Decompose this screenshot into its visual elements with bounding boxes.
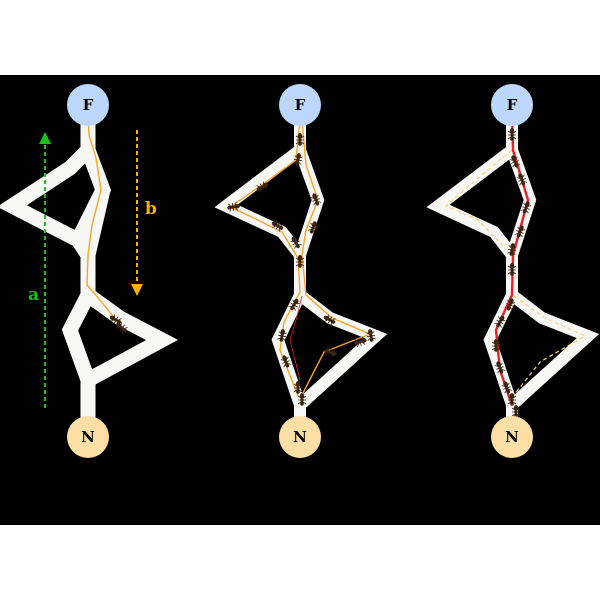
nest-node bbox=[67, 416, 109, 458]
food-node-label: F bbox=[83, 96, 94, 114]
trail-faded-right-3 bbox=[509, 295, 587, 401]
nest-node-label: N bbox=[81, 428, 95, 446]
trail-weak-1 bbox=[86, 109, 124, 331]
panel-initial: a b F N bbox=[0, 84, 178, 458]
food-node bbox=[491, 84, 533, 126]
panel-converged: F N bbox=[426, 84, 600, 458]
trail-right-2 bbox=[301, 119, 372, 396]
nest-node bbox=[279, 416, 321, 458]
path-network-1 bbox=[0, 110, 178, 432]
trail-mid-2 bbox=[289, 295, 303, 381]
nest-node-label: N bbox=[505, 428, 519, 446]
nest-node bbox=[491, 416, 533, 458]
arrow-b-label: b bbox=[145, 199, 157, 219]
panel-exploring: F N bbox=[214, 84, 388, 458]
trail-faded-left-3 bbox=[444, 149, 513, 249]
food-node bbox=[67, 84, 109, 126]
food-node-label: F bbox=[507, 96, 518, 114]
nest-node-label: N bbox=[293, 428, 307, 446]
food-node bbox=[279, 84, 321, 126]
food-node-label: F bbox=[295, 96, 306, 114]
arrow-a-label: a bbox=[28, 285, 39, 305]
